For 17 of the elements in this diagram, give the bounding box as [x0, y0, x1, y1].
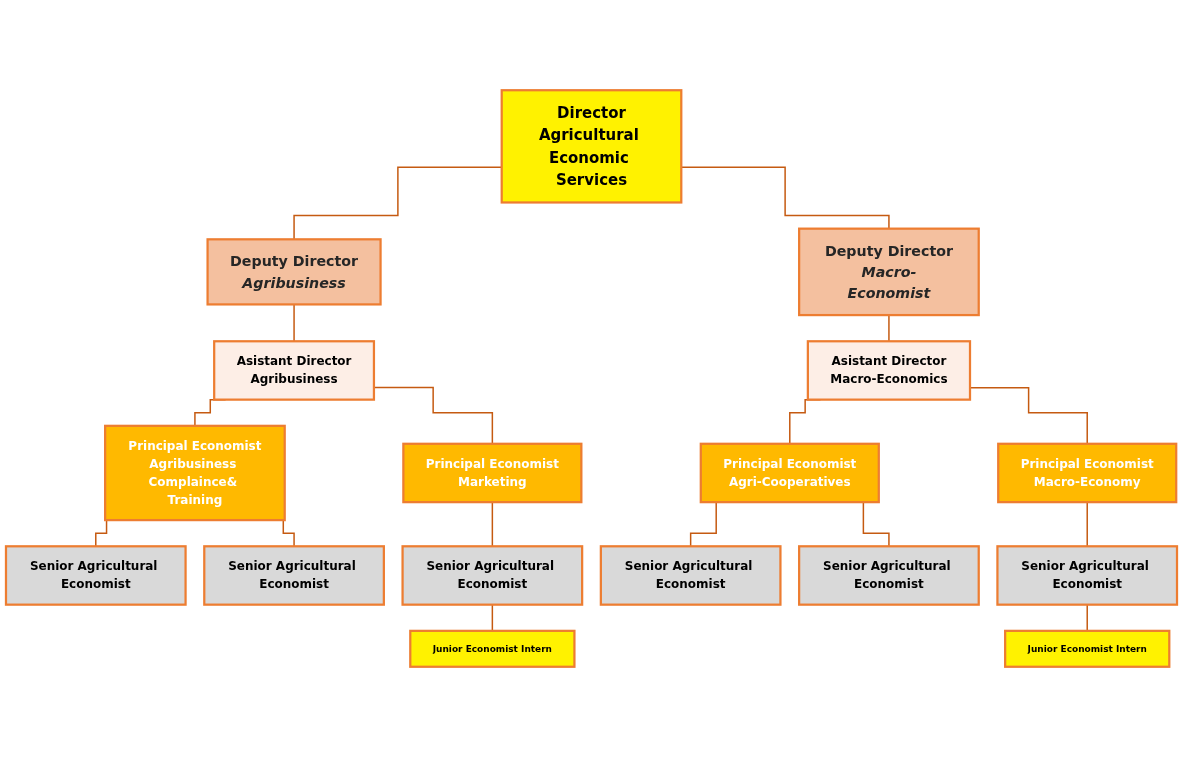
node-box: Director Agricultural Economic Services: [500, 89, 683, 204]
node-box: Senior Agricultural Economist: [996, 545, 1179, 606]
node-box: Junior Economist Intern: [409, 629, 576, 668]
node-box: Senior Agricultural Economist: [401, 545, 584, 606]
node-box: Principal Economist Macro-Economy: [997, 442, 1178, 504]
node-box: Deputy Director Macro-Economist: [798, 227, 980, 317]
node-box: Asistant Director Agribusiness: [213, 340, 376, 401]
node-box: Deputy Director Agribusiness: [206, 238, 382, 306]
node-box: Senior Agricultural Economist: [4, 545, 187, 606]
node-box: Junior Economist Intern: [1004, 629, 1171, 668]
node-box: Senior Agricultural Economist: [599, 545, 782, 606]
node-box: Principal Economist Marketing: [402, 442, 583, 504]
node-box: Principal Economist Agribusiness Complaince& Training: [104, 424, 286, 522]
node-box: Asistant Director Macro-Economics: [806, 340, 972, 401]
node-box: Principal Economist Agri-Cooperatives: [699, 442, 880, 504]
node-box: Senior Agricultural Economist: [203, 545, 385, 606]
node-box: Senior Agricultural Economist: [798, 545, 980, 606]
